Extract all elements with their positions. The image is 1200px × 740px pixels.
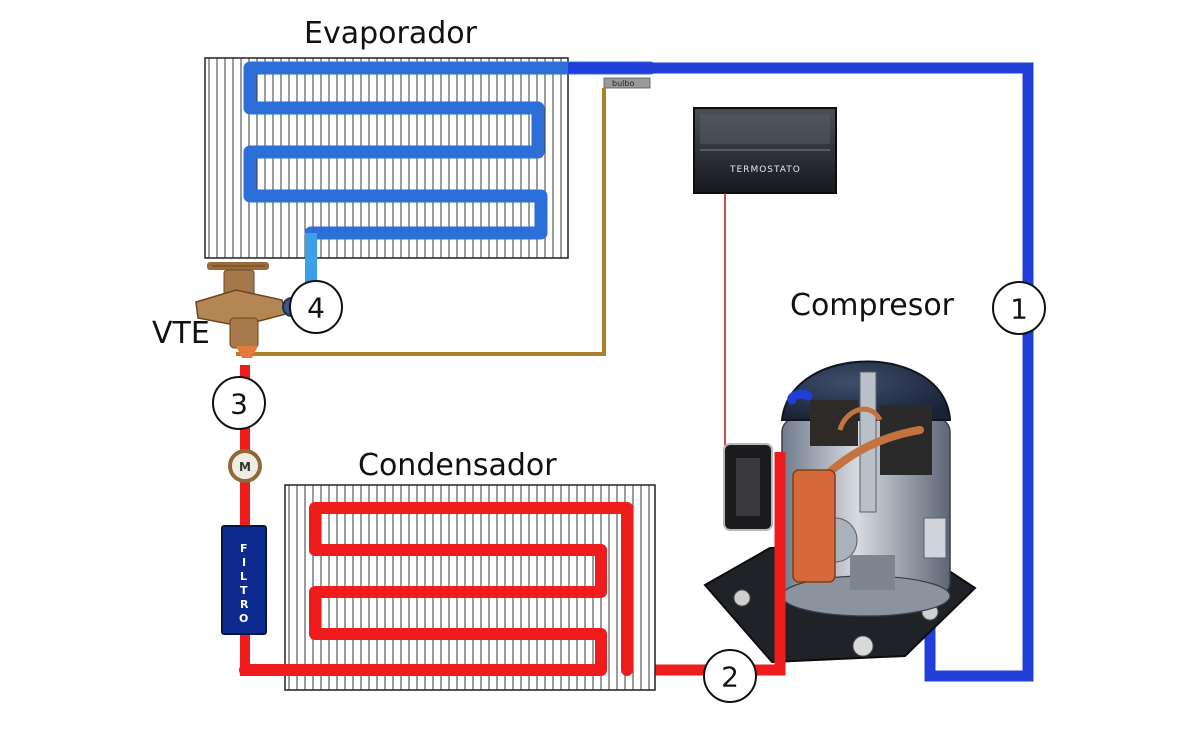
evaporator-label: Evaporador	[304, 16, 478, 51]
bulb-label: bulbo	[612, 79, 634, 88]
filter-letter-1: F	[240, 542, 248, 555]
filter-letter-3: L	[240, 570, 247, 583]
discharge-line	[627, 452, 786, 676]
sight-glass-label: M	[239, 460, 251, 474]
compressor-suction-stub	[787, 389, 813, 405]
point-label-2: 2	[721, 661, 739, 694]
point-marker-4: 4	[289, 280, 343, 334]
capillary-tube	[236, 88, 606, 356]
point-marker-3: 3	[212, 376, 266, 430]
sight-glass: M	[228, 449, 262, 483]
point-marker-1: 1	[992, 281, 1046, 335]
point-label-3: 3	[230, 388, 248, 421]
evaporator	[204, 57, 657, 292]
condenser-label: Condensador	[358, 448, 557, 483]
thermal-bulb: bulbo	[603, 77, 651, 89]
filter-letter-4: T	[240, 584, 248, 597]
expansion-valve	[195, 262, 302, 358]
point-label-4: 4	[307, 292, 325, 325]
filter-drier: F I L T R O	[221, 525, 267, 635]
compressor-label: Compresor	[790, 288, 955, 323]
point-marker-2: 2	[703, 649, 757, 703]
filter-letter-6: O	[239, 612, 248, 625]
thermostat: TERMOSTATO	[693, 107, 837, 194]
filter-letter-2: I	[242, 556, 246, 569]
compressor	[703, 360, 977, 664]
condenser	[239, 484, 656, 691]
evaporator-coil	[243, 61, 657, 240]
thermostat-label: TERMOSTATO	[729, 165, 801, 175]
valve-label: VTE	[152, 316, 210, 351]
condenser-coil	[239, 502, 633, 676]
filter-letter-5: R	[240, 598, 249, 611]
point-label-1: 1	[1010, 293, 1028, 326]
